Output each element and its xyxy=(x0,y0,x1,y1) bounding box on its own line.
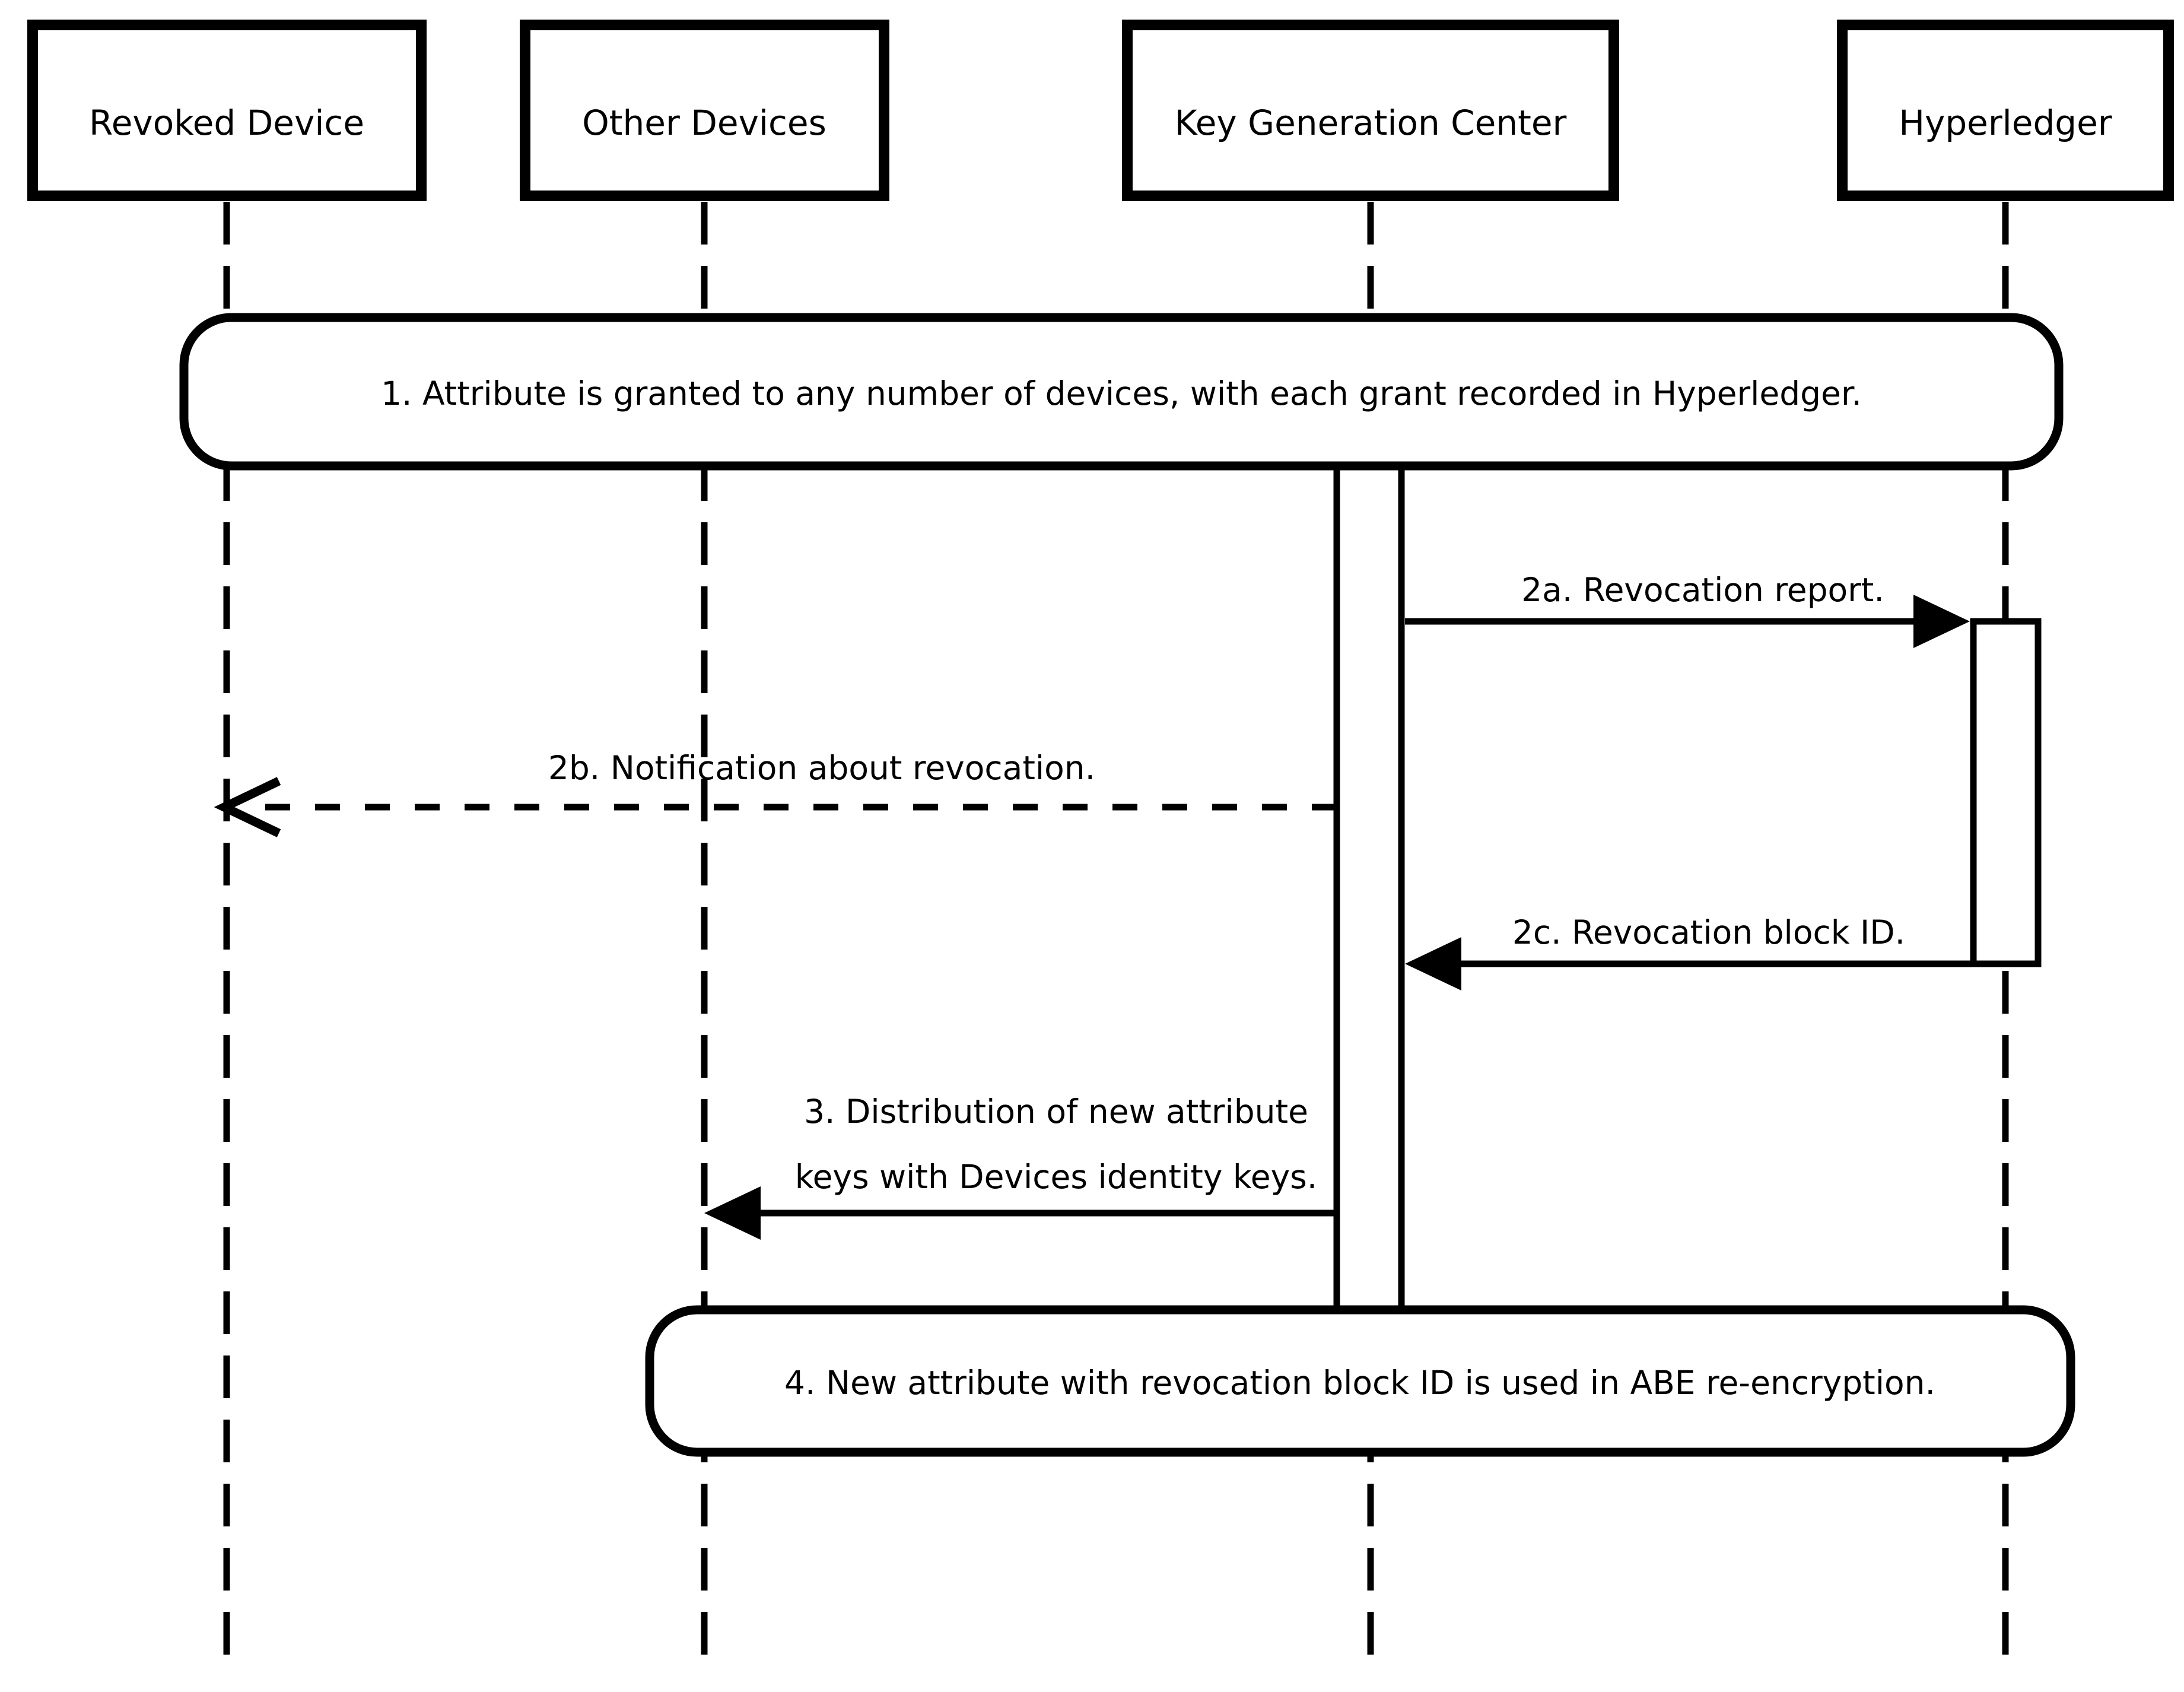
actor-label-key-generation-center: Key Generation Center xyxy=(1175,103,1567,143)
message-2c: 2c. Revocation block ID. xyxy=(1405,913,1973,991)
activation-bar-key-generation-center xyxy=(1333,462,1405,1313)
message-2a-arrowhead-icon xyxy=(1913,595,1970,648)
actor-label-revoked-device: Revoked Device xyxy=(89,103,364,143)
message-2a: 2a. Revocation report. xyxy=(1405,571,1970,648)
note-1-box xyxy=(179,313,2064,471)
actor-key-generation-center: Key Generation Center xyxy=(1122,20,1619,201)
message-2a-label: 2a. Revocation report. xyxy=(1521,571,1884,609)
actor-label-other-devices: Other Devices xyxy=(582,103,826,143)
note-4-box xyxy=(645,1305,2075,1457)
message-2b-label: 2b. Notification about revocation. xyxy=(548,749,1095,787)
note-1-text: 1. Attribute is granted to any number of… xyxy=(381,374,1862,412)
message-3-label-line2: keys with Devices identity keys. xyxy=(795,1158,1318,1196)
message-2b: 2b. Notification about revocation. xyxy=(214,749,1337,837)
notes: 1. Attribute is granted to any number of… xyxy=(179,313,2075,1457)
actor-other-devices: Other Devices xyxy=(520,20,889,201)
messages: 2a. Revocation report. 2b. Notification … xyxy=(214,571,1973,1240)
activations xyxy=(1333,462,2042,1313)
actors: Revoked Device Other Devices Key Generat… xyxy=(27,20,2174,201)
message-2c-label: 2c. Revocation block ID. xyxy=(1512,913,1905,951)
actor-hyperledger: Hyperledger xyxy=(1837,20,2174,201)
note-4-text: 4. New attribute with revocation block I… xyxy=(784,1364,1935,1402)
actor-box-hyperledger xyxy=(1837,20,2174,201)
actor-label-hyperledger: Hyperledger xyxy=(1899,103,2112,143)
actor-box-other-devices xyxy=(520,20,889,201)
actor-revoked-device: Revoked Device xyxy=(27,20,427,201)
message-2c-arrowhead-icon xyxy=(1405,937,1461,991)
message-3-label-line1: 3. Distribution of new attribute xyxy=(804,1093,1308,1131)
actor-box-revoked-device xyxy=(27,20,427,201)
activation-bar-hyperledger xyxy=(1970,618,2042,967)
message-3-arrowhead-icon xyxy=(704,1186,761,1240)
message-2b-arrowhead-icon xyxy=(214,777,281,837)
actor-box-key-generation-center xyxy=(1122,20,1619,201)
message-3: 3. Distribution of new attribute keys wi… xyxy=(704,1093,1337,1240)
